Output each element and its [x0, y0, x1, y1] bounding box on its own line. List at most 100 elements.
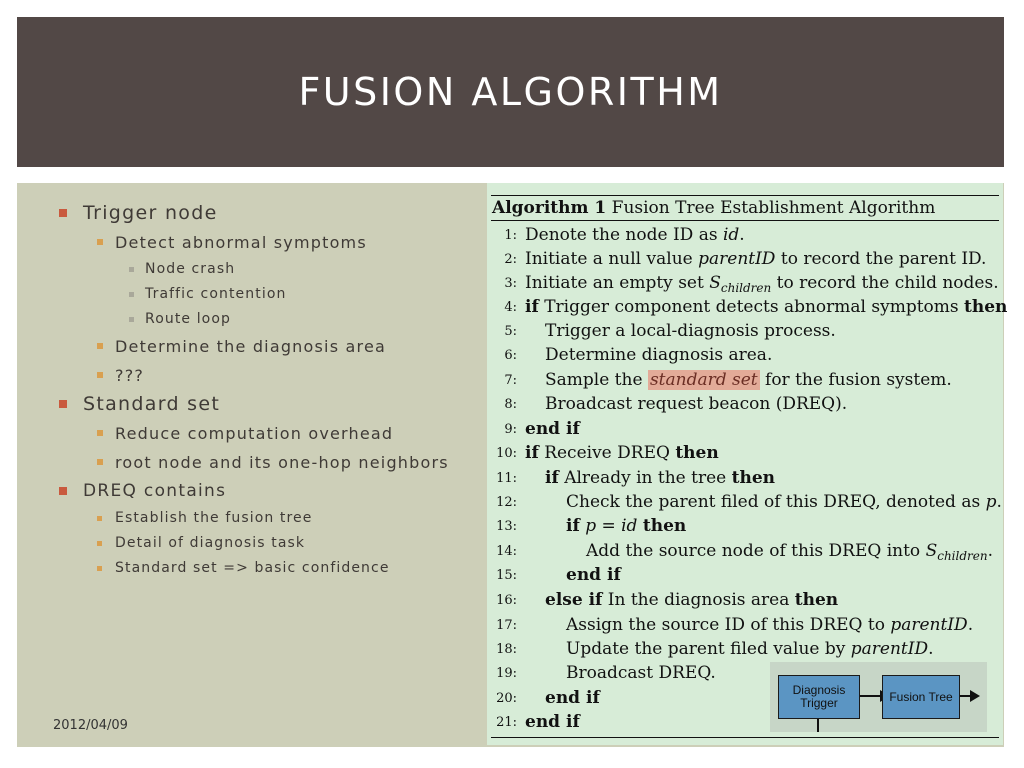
line-number: 21: [496, 715, 517, 730]
line-text: Initiate an empty set [525, 273, 710, 293]
line-number: 20: [496, 691, 517, 706]
kw-then: then [642, 516, 687, 536]
kw-then: then [964, 297, 1008, 317]
line-text: In the diagnosis area [607, 590, 795, 610]
algo-rule-bottom [491, 737, 999, 738]
bullet-detect-abnormal: Detect abnormal symptoms [59, 228, 499, 257]
line-text: Add the source node of this DREQ into [586, 541, 926, 561]
line-text: Receive DREQ [544, 443, 676, 463]
line-text: Update the parent filed value by [566, 639, 851, 659]
line-number: 9: [504, 422, 517, 437]
period: . [967, 615, 974, 635]
highlighted-standard-set: standard set [647, 370, 760, 390]
fusion-tree-box: Fusion Tree [882, 675, 960, 719]
line-number: 15: [496, 568, 517, 583]
flow-diagram: Diagnosis Trigger Fusion Tree [770, 662, 987, 732]
set-s: S [925, 541, 938, 561]
line-number: 2: [504, 252, 517, 267]
slide-date: 2012/04/09 [53, 718, 128, 733]
line-number: 17: [496, 618, 517, 633]
var-parent-id: parentID [890, 615, 968, 635]
algorithm-header: Algorithm 1 Fusion Tree Establishment Al… [492, 198, 935, 218]
line-text: Determine diagnosis area. [545, 345, 773, 365]
set-s: S [709, 273, 721, 293]
set-subscript: children [720, 281, 772, 295]
line-text: Denote the node ID as [525, 225, 723, 245]
var-p: p [985, 492, 997, 512]
var-id: id [722, 225, 740, 245]
algorithm-label: Algorithm 1 [492, 198, 607, 218]
bullet-dreq-contains: DREQ contains [59, 477, 499, 506]
bullet-reduce-overhead: Reduce computation overhead [59, 419, 499, 448]
kw-if: if [545, 468, 559, 488]
line-number: 8: [504, 397, 517, 412]
arrow-line [860, 695, 882, 697]
bullet-establish-tree: Establish the fusion tree [59, 506, 499, 531]
var-parent-id: parentID [698, 249, 776, 269]
bullet-trigger-node: Trigger node [59, 199, 499, 228]
line-text: Initiate a null value [525, 249, 699, 269]
expr-p-eq-id: p = id [585, 516, 638, 536]
kw-then: then [675, 443, 719, 463]
line-text-tail: to record the child nodes. [771, 273, 999, 293]
algo-rule-top [491, 195, 999, 196]
period: . [739, 225, 745, 245]
line-text-tail: to record the parent ID. [775, 249, 987, 269]
line-text: Trigger component detects abnormal sympt… [544, 297, 965, 317]
bullet-detail-task: Detail of diagnosis task [59, 531, 499, 556]
bullet-standard-confidence: Standard set => basic confidence [59, 556, 499, 581]
line-text: Already in the tree [564, 468, 732, 488]
bullet-unknown: ??? [59, 361, 499, 390]
line-number: 16: [496, 593, 517, 608]
arrow-head [970, 690, 980, 702]
kw-then: then [794, 590, 839, 610]
diagnosis-trigger-box: Diagnosis Trigger [778, 675, 860, 719]
line-number: 6: [504, 348, 517, 363]
bullet-route-loop: Route loop [59, 307, 499, 332]
line-number: 18: [496, 642, 517, 657]
line-text: Sample the [545, 370, 648, 390]
line-text: Trigger a local-diagnosis process. [545, 321, 836, 341]
line-text: end if [566, 565, 621, 585]
line-number: 12: [496, 495, 517, 510]
line-number: 5: [504, 324, 517, 339]
connector-line [817, 719, 819, 732]
line-text-tail: for the fusion system. [759, 370, 952, 390]
bullet-determine-area: Determine the diagnosis area [59, 332, 499, 361]
bullet-root-node: root node and its one-hop neighbors [59, 448, 499, 477]
line-number: 7: [504, 373, 517, 388]
line-text: end if [525, 419, 580, 439]
period: . [928, 639, 934, 659]
line-text: end if [525, 712, 580, 732]
line-number: 1: [504, 228, 517, 243]
bullet-traffic-contention: Traffic contention [59, 282, 499, 307]
algorithm-box: Algorithm 1 Fusion Tree Establishment Al… [487, 183, 1007, 745]
algo-rule-mid [491, 220, 999, 221]
title-bar: Fusion Algorithm [17, 17, 1004, 167]
slide-title: Fusion Algorithm [298, 70, 723, 114]
line-text: end if [545, 688, 600, 708]
line-text: Assign the source ID of this DREQ to [566, 615, 891, 635]
line-number: 19: [496, 666, 517, 681]
set-subscript: children [937, 549, 988, 563]
algorithm-title: Fusion Tree Establishment Algorithm [611, 198, 936, 218]
period: . [996, 492, 1002, 512]
period: . [987, 541, 993, 561]
var-parent-id: parentID [850, 639, 929, 659]
bullet-node-crash: Node crash [59, 257, 499, 282]
kw-then: then [731, 468, 776, 488]
line-number: 3: [504, 276, 517, 291]
kw-else-if: else if [545, 590, 603, 610]
line-number: 10: [496, 446, 517, 461]
line-text: Check the parent filed of this DREQ, den… [566, 492, 986, 512]
line-number: 14: [496, 544, 517, 559]
bullet-list: Trigger node Detect abnormal symptoms No… [59, 199, 499, 581]
line-text: Broadcast DREQ. [566, 663, 716, 683]
line-number: 11: [496, 471, 517, 486]
arrow-line [960, 695, 972, 697]
line-number: 4: [504, 300, 517, 315]
kw-if: if [566, 516, 580, 536]
line-number: 13: [496, 519, 517, 534]
bullet-standard-set: Standard set [59, 390, 499, 419]
kw-if: if [525, 297, 539, 317]
